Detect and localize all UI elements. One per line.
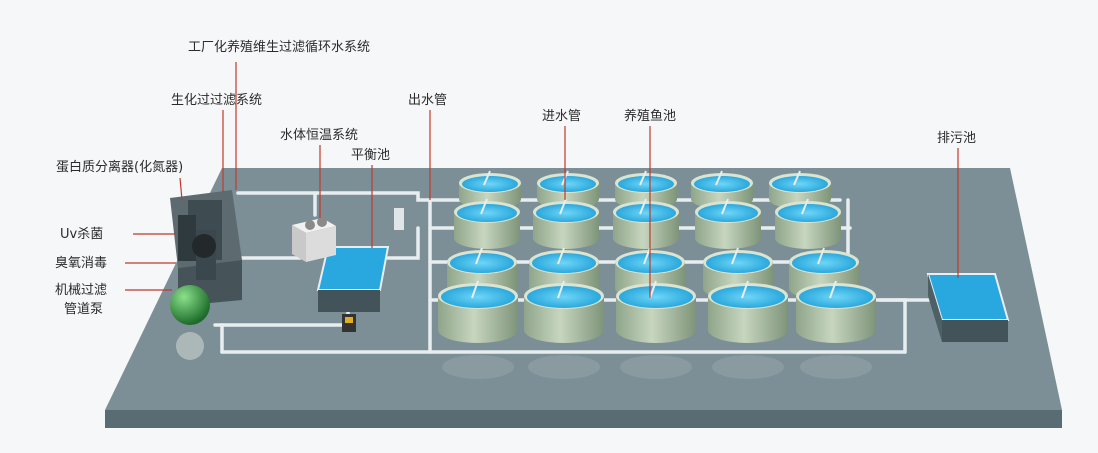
- fish-tank-inlet: [721, 198, 729, 215]
- ozone-sphere-reflection: [176, 332, 204, 360]
- fish-tank-inlet: [801, 198, 809, 215]
- fish-tank: [533, 198, 599, 249]
- fish-tank: [695, 198, 761, 249]
- label-balance-tank: 平衡池: [351, 148, 391, 163]
- fish-tank: [769, 170, 831, 209]
- label-constant-temp: 水体恒温系统: [280, 128, 359, 143]
- balance-link: [386, 226, 420, 260]
- constant-temp-unit: [292, 217, 336, 262]
- fish-tank-inlet: [475, 247, 483, 265]
- label-outlet-pipe: 出水管: [408, 93, 448, 108]
- fish-tank: [438, 280, 518, 379]
- label-uv: Uv杀菌: [60, 227, 104, 242]
- label-biofilter: 生化过过滤系统: [171, 93, 263, 108]
- fish-tank: [708, 280, 788, 379]
- label-protein-skimmer: 蛋白质分离器(化氮器): [56, 160, 184, 175]
- fish-tank-inlet: [559, 198, 567, 215]
- fish-tank-water: [706, 253, 770, 273]
- fish-tank-inlet: [731, 247, 739, 265]
- fish-tank-reflection: [800, 355, 872, 379]
- fish-tank-water: [778, 204, 838, 222]
- fish-tank-water: [532, 253, 596, 273]
- fish-tank-inlet: [741, 280, 749, 299]
- fish-tank-wall: [438, 296, 518, 343]
- label-inlet-pipe: 进水管: [542, 109, 582, 124]
- pump-indicator: [345, 317, 353, 323]
- fish-tank-water: [698, 204, 758, 222]
- fish-tank-inlet: [829, 280, 837, 299]
- balance-tank: [316, 246, 390, 312]
- right-manifold: [846, 198, 907, 354]
- label-factory-system: 工厂化养殖维生过滤循环水系统: [188, 40, 371, 55]
- fish-tank-inlet: [639, 198, 647, 215]
- fish-tank: [459, 170, 521, 209]
- leader-protein: [179, 177, 183, 201]
- fish-tank: [454, 198, 520, 249]
- fish-tank-water: [616, 204, 676, 222]
- fish-tank-inlet: [639, 170, 647, 186]
- fish-tank-water: [450, 253, 514, 273]
- fish-tank-grid: [438, 170, 876, 379]
- fish-tank-water: [799, 286, 873, 308]
- fish-tank-wall: [708, 296, 788, 343]
- fish-tank-water: [457, 204, 517, 222]
- fish-tank: [524, 280, 604, 379]
- fish-tank-water: [462, 176, 518, 192]
- label-sewage-tank: 排污池: [937, 131, 977, 146]
- ozone-sphere: [170, 285, 210, 325]
- fish-tank: [613, 198, 679, 249]
- fish-tank: [775, 198, 841, 249]
- leader-lines: [125, 62, 959, 298]
- fish-tank-water: [772, 176, 828, 192]
- fish-tank-wall: [616, 296, 696, 343]
- fish-tank-water: [792, 253, 856, 273]
- label-fish-tanks: 养殖鱼池: [624, 109, 677, 124]
- sewage-tank: [926, 273, 1010, 342]
- fish-tank-water: [711, 286, 785, 308]
- fish-tank-wall: [524, 296, 604, 343]
- fish-tank-inlet: [817, 247, 825, 265]
- fish-tank-inlet: [715, 170, 723, 186]
- fish-tank-reflection: [620, 355, 692, 379]
- fish-tank-water: [694, 176, 750, 192]
- outlet-valve: [394, 208, 404, 230]
- label-mech-filter: 机械过滤: [55, 283, 108, 298]
- floor-front: [105, 410, 1062, 428]
- fish-tank-water: [527, 286, 601, 308]
- fish-tank-water: [536, 204, 596, 222]
- fish-tank-water: [441, 286, 515, 308]
- fish-tank-inlet: [557, 280, 565, 299]
- fish-tank: [796, 280, 876, 379]
- fish-tank-inlet: [793, 170, 801, 186]
- label-pipe-pump: 管道泵: [64, 302, 104, 317]
- fish-tank-wall: [796, 296, 876, 343]
- fish-tank-inlet: [557, 247, 565, 265]
- fish-tank-inlet: [649, 280, 657, 299]
- label-ozone: 臭氧消毒: [55, 256, 108, 271]
- fish-tank-inlet: [471, 280, 479, 299]
- fish-tank: [616, 280, 696, 379]
- fish-tank-reflection: [712, 355, 784, 379]
- fish-tank-water: [618, 176, 674, 192]
- fish-tank-reflection: [442, 355, 514, 379]
- fish-tank-inlet: [483, 170, 491, 186]
- fish-tank-reflection: [528, 355, 600, 379]
- fish-tank-water: [619, 286, 693, 308]
- fish-tank-inlet: [480, 198, 488, 215]
- fish-tank-inlet: [643, 247, 651, 265]
- fish-tank-water: [540, 176, 596, 192]
